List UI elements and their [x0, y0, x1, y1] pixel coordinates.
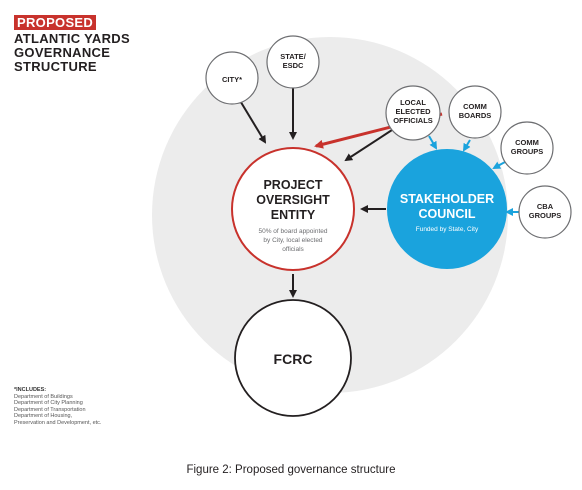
comm-boards-label: BOARDS — [459, 111, 492, 120]
local-label: ELECTED — [395, 107, 431, 116]
poe-description: officials — [282, 246, 304, 253]
poe-title: PROJECT — [263, 178, 322, 192]
stakeholder-title: COUNCIL — [419, 207, 476, 221]
arrow-local-to-poe — [344, 129, 393, 162]
stakeholder-title: STAKEHOLDER — [400, 192, 494, 206]
footnote-item: Department of City Planning — [14, 400, 83, 407]
state-label: ESDC — [283, 61, 304, 70]
local-label: OFFICIALS — [393, 116, 433, 125]
poe-title: OVERSIGHT — [256, 193, 330, 207]
title-line: ATLANTIC YARDS — [14, 31, 130, 46]
node-project-oversight-entity: PROJECT OVERSIGHT ENTITY 50% of board ap… — [231, 147, 355, 271]
node-fcrc: FCRC — [234, 299, 352, 417]
city-label: CITY* — [222, 75, 242, 84]
node-comm-groups: COMM GROUPS — [500, 121, 554, 175]
node-city: CITY* — [205, 51, 259, 105]
diagram-header: PROPOSED ATLANTIC YARDS GOVERNANCE STRUC… — [14, 14, 214, 74]
state-label: STATE/ — [280, 52, 306, 61]
poe-title: ENTITY — [271, 208, 316, 222]
node-local-elected: LOCAL ELECTED OFFICIALS — [385, 85, 441, 141]
footnote-item: Preservation and Development, etc. — [14, 419, 102, 426]
footnote-item: Department of Buildings — [14, 393, 73, 400]
node-stakeholder-council: STAKEHOLDER COUNCIL Funded by State, Cit… — [387, 149, 507, 269]
arrow-boards-to-stakeholder — [462, 139, 471, 152]
poe-description: 50% of board appointed — [258, 228, 327, 235]
footnote-item: Department of Housing, — [14, 413, 73, 420]
arrow-groups-to-stakeholder — [492, 161, 506, 169]
proposed-tag: PROPOSED — [14, 15, 97, 30]
comm-groups-label: COMM — [515, 138, 539, 147]
footnote-heading: *INCLUDES: — [14, 387, 47, 393]
fcrc-label: FCRC — [274, 351, 313, 367]
governance-diagram: CITY* STATE/ ESDC LOCAL ELECTED OFFICIAL… — [152, 35, 572, 417]
node-state: STATE/ ESDC — [266, 35, 320, 89]
node-comm-boards: COMM BOARDS — [448, 85, 502, 139]
footnote: *INCLUDES: Department of Buildings Depar… — [14, 387, 154, 427]
cba-label: GROUPS — [529, 211, 562, 220]
node-cba-groups: CBA GROUPS — [518, 185, 572, 239]
stakeholder-description: Funded by State, City — [416, 226, 479, 233]
title-line: GOVERNANCE — [14, 45, 111, 60]
footnote-item: Department of Transportation — [14, 406, 86, 413]
comm-boards-label: COMM — [463, 102, 487, 111]
cba-label: CBA — [537, 202, 554, 211]
local-label: LOCAL — [400, 98, 426, 107]
figure-caption: Figure 2: Proposed governance structure — [186, 464, 396, 476]
poe-description: by City, local elected — [263, 237, 323, 244]
title-line: STRUCTURE — [14, 59, 97, 74]
comm-groups-label: GROUPS — [511, 147, 544, 156]
arrow-local-to-stakeholder — [428, 135, 438, 150]
